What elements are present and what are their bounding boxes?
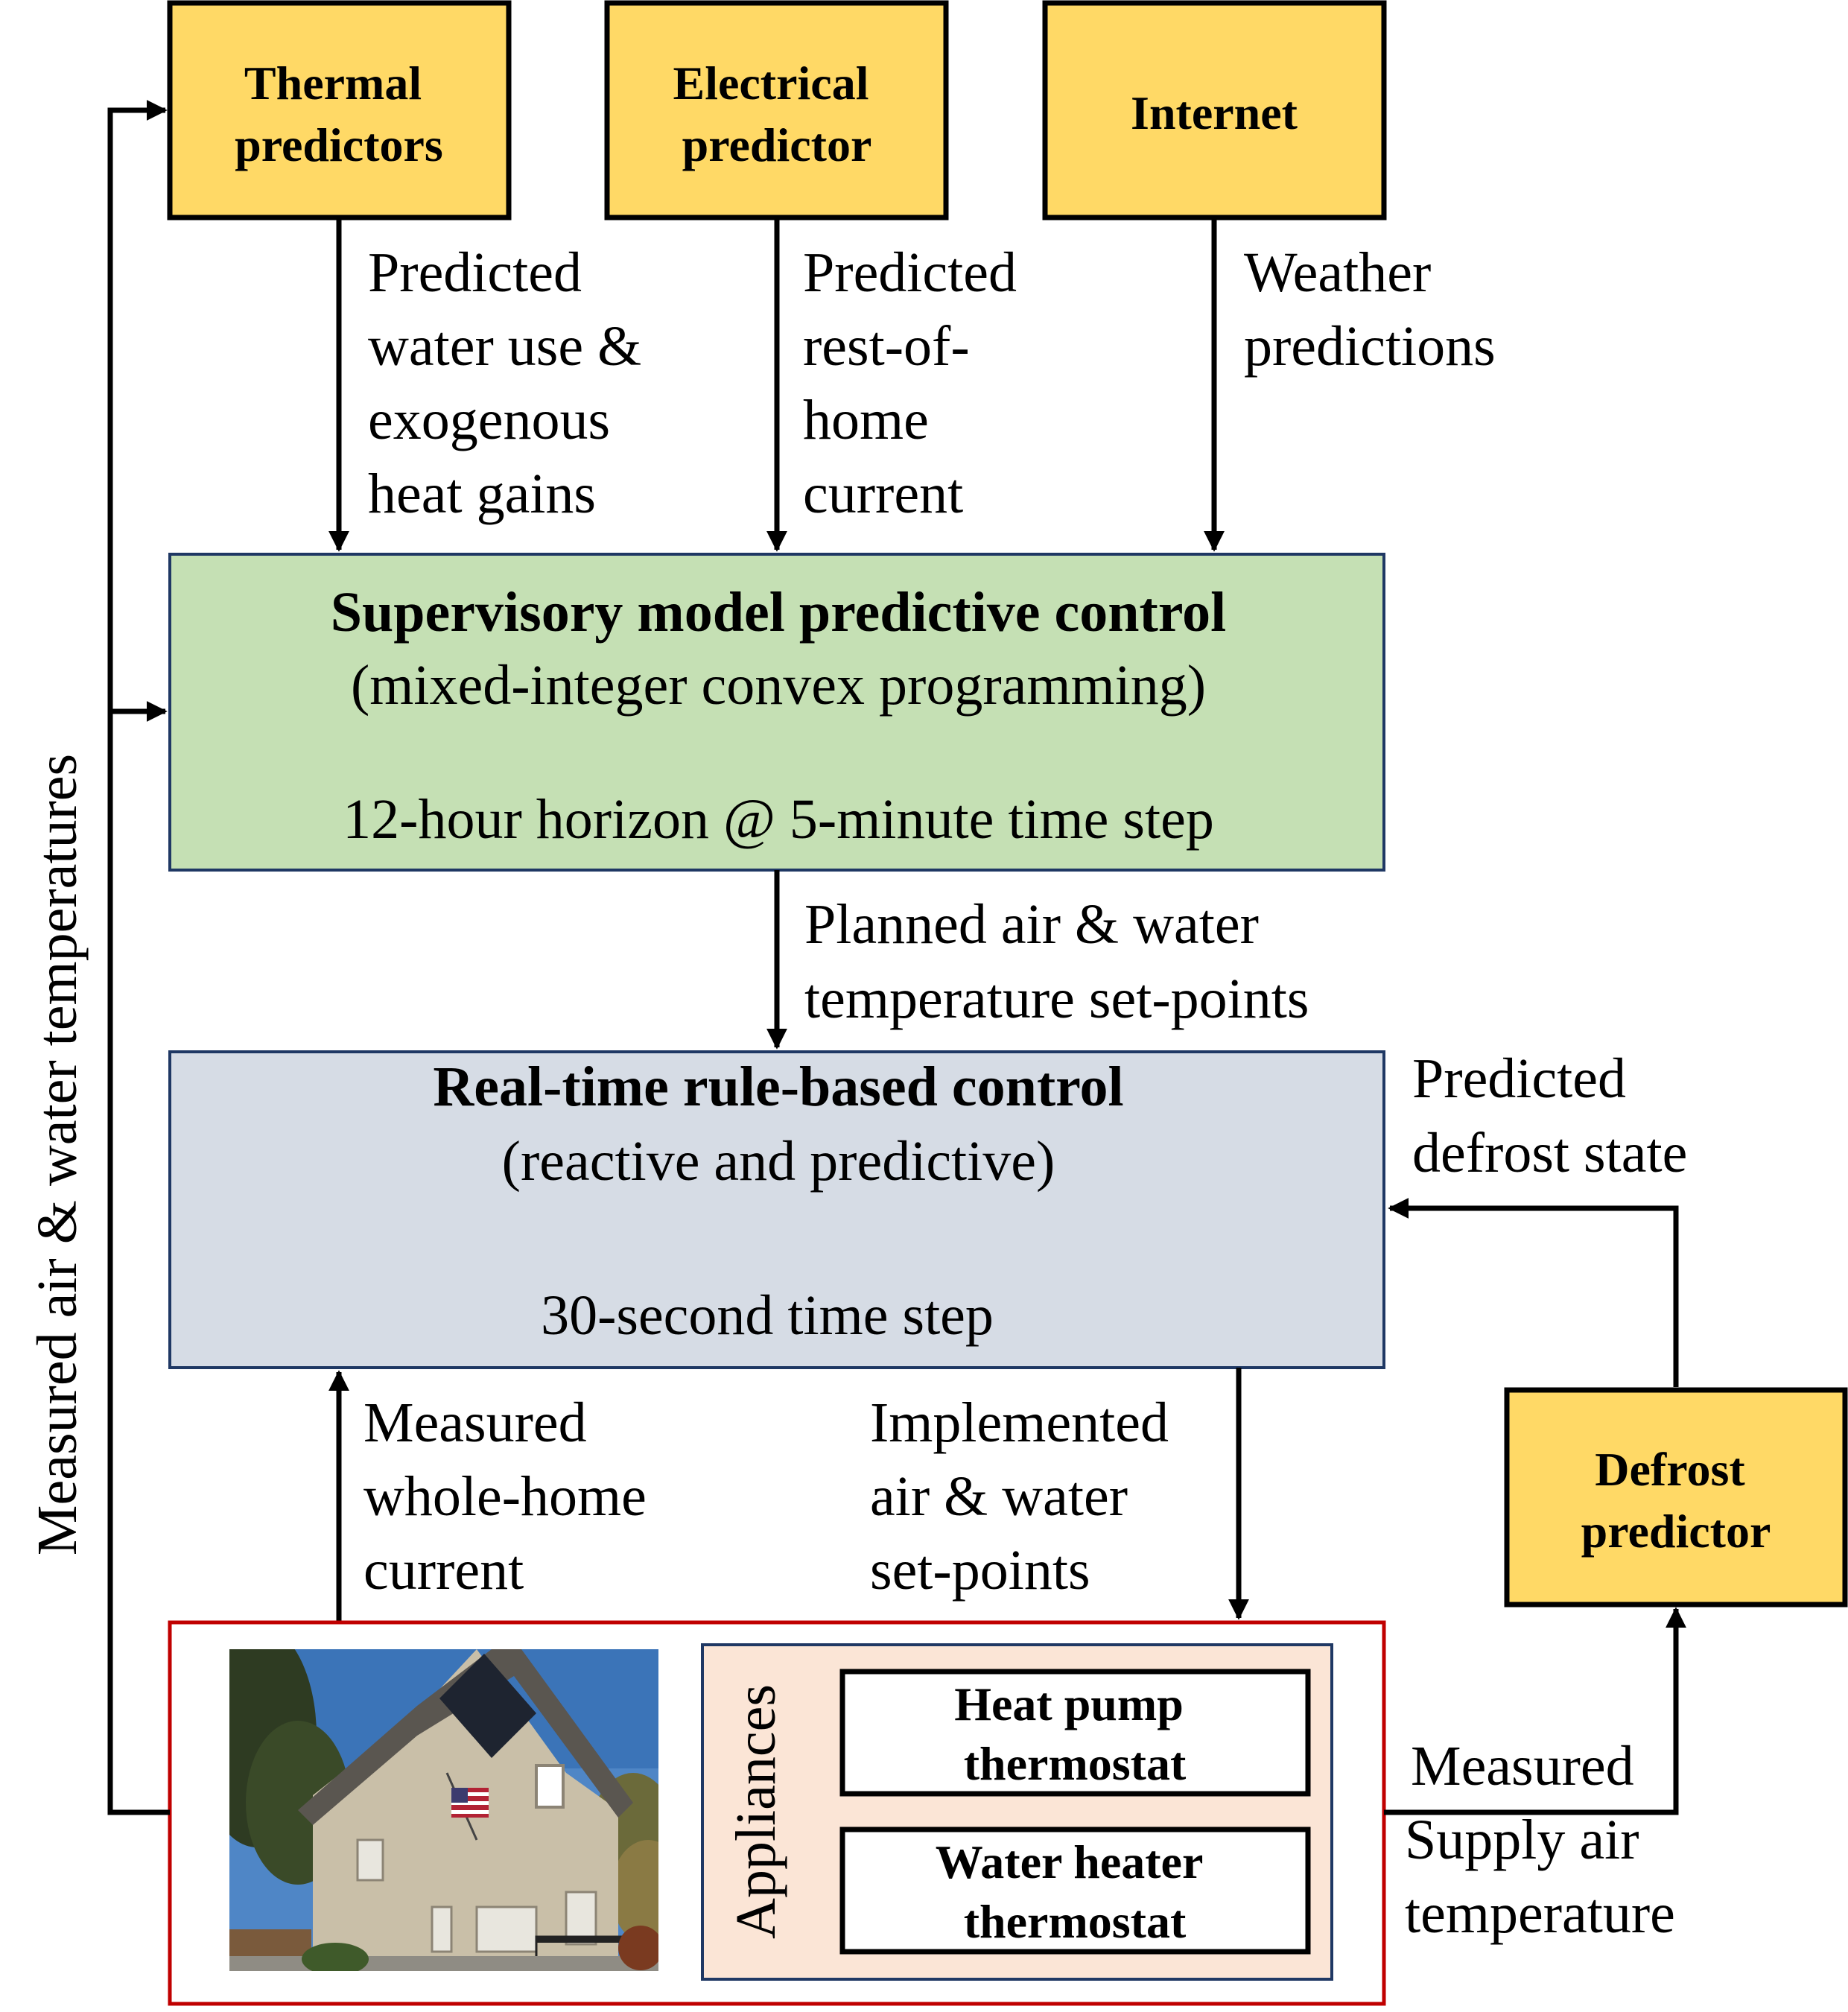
thermal-predictors-line2: predictors (235, 118, 443, 171)
thermal-predictors-box: Thermal predictors (167, 0, 512, 220)
realtime-control-box: Real-time rule-based control (reactive a… (168, 1050, 1385, 1369)
realtime-control-detail: 30-second time step (541, 1284, 994, 1347)
svg-text:Defrost predictor: Defrost predictor (1581, 1443, 1771, 1558)
defrost-to-rt-label: Predicted defrost state (1412, 1047, 1687, 1184)
heat-pump-thermostat-box: Heat pump thermostat (839, 1669, 1311, 1797)
svg-text:Water heater thermos: Water heater thermostat (936, 1835, 1214, 1948)
defrost-predictor-box: Defrost predictor (1504, 1387, 1848, 1608)
electrical-predictor-box: Electrical predictor (604, 0, 949, 220)
supervisory-mpc-title: Supervisory model predictive control (331, 581, 1227, 644)
internet-box: Internet (1042, 0, 1387, 220)
supervisory-mpc-detail: 12-hour horizon @ 5-minute time step (343, 788, 1214, 851)
supervisory-mpc-subtitle: (mixed-integer convex programming) (351, 654, 1206, 717)
us-flag-icon (445, 1772, 489, 1841)
home-to-defrost-arrow (1384, 1607, 1686, 1815)
appliances-label: Appliances (725, 1684, 787, 1939)
svg-text:Thermal predictors: Thermal predictors (235, 57, 443, 171)
defrost-predictor-line1: Defrost (1595, 1443, 1745, 1496)
heat-pump-line1: Heat pump (954, 1678, 1184, 1730)
svg-text:Heat pump thermostat: Heat pump thermostat (954, 1678, 1196, 1790)
realtime-control-title: Real-time rule-based control (433, 1056, 1123, 1118)
supervisory-mpc-box: Supervisory model predictive control (mi… (168, 553, 1385, 872)
home-to-defrost-label: Measured Supply air temperature (1405, 1735, 1675, 1945)
water-heater-line1: Water heater (936, 1835, 1203, 1888)
feedback-loop-label: Measured air & water temperatures (26, 754, 89, 1555)
rt-to-home-label: Implemented air & water set-points (870, 1391, 1183, 1602)
water-heater-line2: thermostat (964, 1895, 1187, 1948)
heat-pump-line2: thermostat (964, 1737, 1187, 1790)
internet-label: Internet (1131, 86, 1298, 139)
defrost-predictor-line2: predictor (1581, 1505, 1771, 1558)
home-box: Appliances Heat pump thermostat Water he… (168, 1620, 1386, 2006)
home-to-rt-label: Measured whole-home current (363, 1391, 661, 1602)
realtime-control-subtitle: (reactive and predictive) (502, 1130, 1055, 1193)
svg-text:Electrical predictor: Electrical predictor (673, 57, 881, 171)
water-heater-thermostat-box: Water heater thermostat (839, 1827, 1311, 1955)
internet-to-mpc-label: Weather predictions (1244, 241, 1496, 378)
house-photo (229, 1649, 658, 1971)
appliances-panel: Appliances Heat pump thermostat Water he… (701, 1643, 1333, 1981)
electrical-predictor-line1: Electrical (673, 57, 869, 110)
electrical-predictor-line2: predictor (682, 118, 872, 171)
defrost-to-rt-arrow (1388, 1198, 1679, 1387)
feedback-to-thermal-arrow (107, 100, 170, 1815)
thermal-to-mpc-label: Predicted water use & exogenous heat gai… (368, 241, 655, 525)
mpc-to-rt-label: Planned air & water temperature set-poin… (804, 893, 1309, 1030)
thermal-predictors-line1: Thermal (244, 57, 422, 110)
electrical-to-mpc-label: Predicted rest-of- home current (803, 241, 1031, 525)
